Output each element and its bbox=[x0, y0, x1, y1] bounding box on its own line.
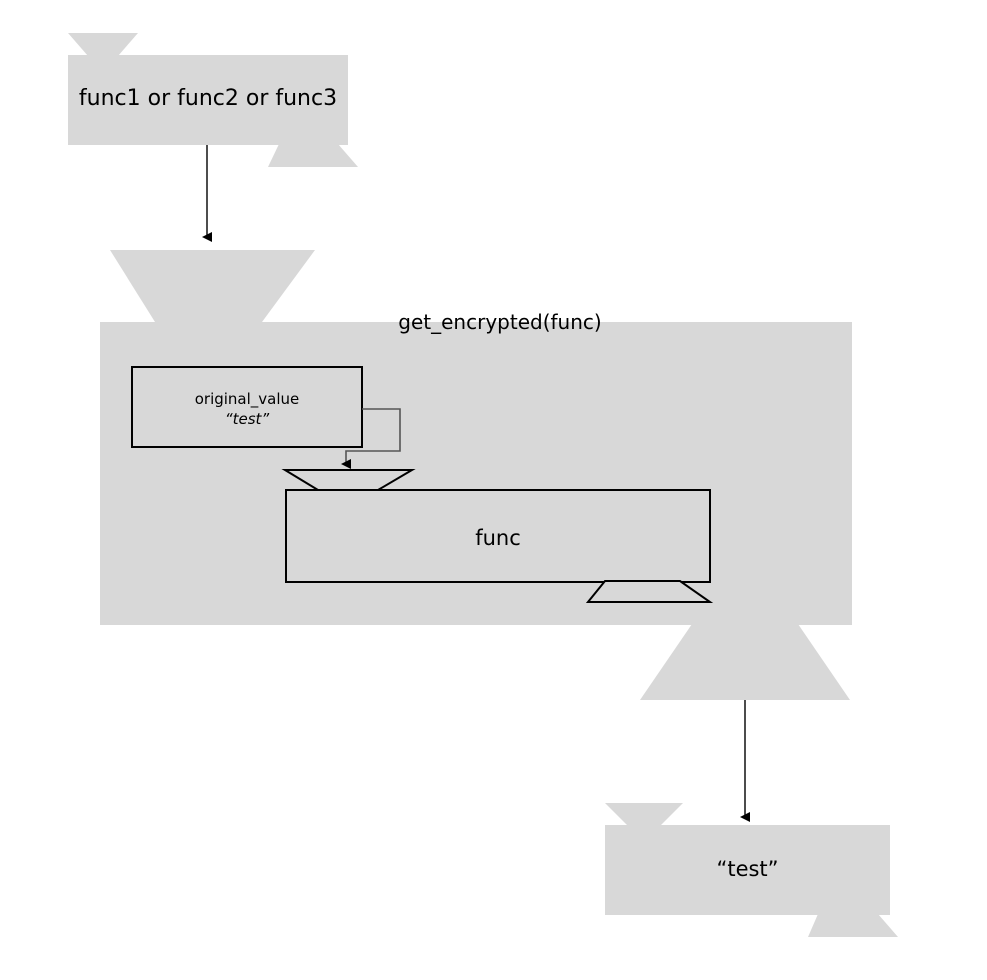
output-data-label: “test” bbox=[716, 857, 779, 881]
func-output-port-icon bbox=[585, 580, 714, 603]
original-value-name: original_value bbox=[194, 390, 300, 408]
input-data-body[interactable] bbox=[68, 55, 348, 145]
container-top-notch bbox=[110, 250, 315, 322]
input-data-top-notch bbox=[68, 33, 138, 56]
input-data-bottom-tab bbox=[268, 144, 358, 167]
original-value-value: “test” bbox=[224, 410, 270, 428]
original-value-box[interactable] bbox=[131, 366, 363, 448]
edge-original-value-to-func bbox=[341, 408, 401, 469]
output-data-bottom-tab bbox=[808, 914, 898, 937]
func-block-body[interactable] bbox=[285, 489, 711, 583]
container-title: get_encrypted(func) bbox=[398, 310, 602, 334]
input-data-label: func1 or func2 or func3 bbox=[78, 86, 338, 111]
func-block-label: func bbox=[475, 526, 521, 550]
output-data-top-notch bbox=[605, 803, 683, 826]
container-bottom-tab bbox=[640, 624, 850, 700]
output-data-body[interactable] bbox=[605, 825, 890, 915]
